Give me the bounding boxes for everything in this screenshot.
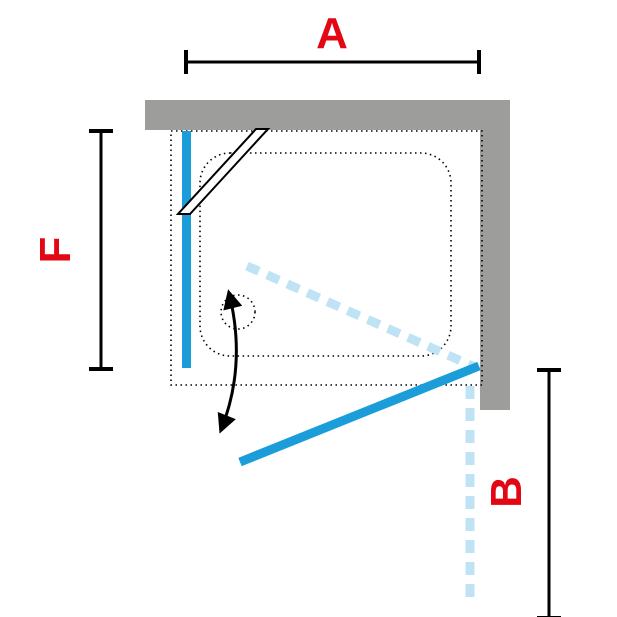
dimension-label-b: B: [482, 476, 531, 508]
tray-outer-outline: [170, 130, 483, 386]
wall-top: [145, 100, 510, 130]
dimension-label-a: A: [316, 9, 348, 58]
door-open-panel: [238, 361, 481, 467]
door-swing-arrow: [217, 289, 243, 434]
fixed-glass-panel: [182, 131, 191, 368]
door-closed-ghost-panel: [245, 261, 479, 373]
tray-inner-outline: [199, 152, 452, 357]
pivot-dotted-circle: [220, 294, 256, 330]
dimension-label-f: F: [31, 237, 80, 264]
wall-right: [480, 100, 510, 410]
pivot-glass-panel-outline: [175, 128, 271, 215]
